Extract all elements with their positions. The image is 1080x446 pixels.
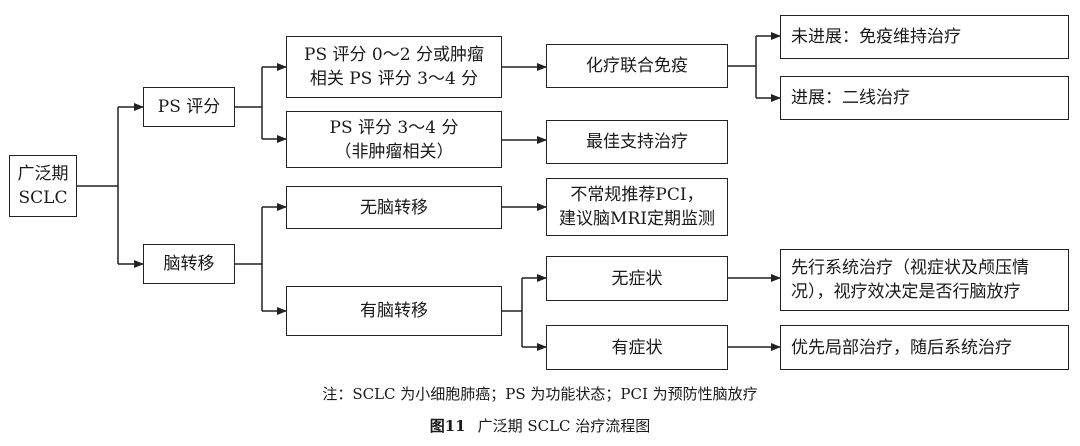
node-brain-metastasis-label: 脑转移 (163, 254, 215, 274)
node-brain-metastasis: 脑转移 (143, 244, 235, 284)
node-systemic-first: 先行系统治疗（视症状及颅压情 况），视疗效决定是否行脑放疗 (780, 249, 1069, 311)
node-ps-0-2-label: PS 评分 0～2 分或肿瘤 相关 PS 评分 3～4 分 (304, 45, 484, 89)
figure-caption: 图11 广泛期 SCLC 治疗流程图 (0, 415, 1080, 436)
node-no-progression-label: 未进展：免疫维持治疗 (791, 27, 961, 47)
node-extensive-sclc-label: 广泛期 SCLC (17, 164, 69, 208)
node-no-brain-metastasis-label: 无脑转移 (360, 197, 428, 218)
node-chemo-immuno-label: 化疗联合免疫 (586, 56, 688, 76)
node-extensive-sclc: 广泛期 SCLC (9, 155, 77, 217)
node-best-supportive-care-label: 最佳支持治疗 (586, 132, 688, 152)
node-best-supportive-care: 最佳支持治疗 (546, 120, 728, 164)
node-no-brain-metastasis: 无脑转移 (286, 186, 502, 229)
node-chemo-immuno: 化疗联合免疫 (546, 44, 728, 88)
node-asymptomatic: 无症状 (546, 256, 728, 301)
node-no-routine-pci: 不常规推荐PCI， 建议脑MRI定期监测 (546, 178, 728, 236)
node-with-brain-metastasis: 有脑转移 (286, 286, 502, 336)
node-no-routine-pci-label: 不常规推荐PCI， 建议脑MRI定期监测 (559, 185, 715, 229)
node-asymptomatic-label: 无症状 (611, 268, 663, 289)
node-symptomatic-label: 有症状 (611, 337, 663, 358)
node-local-first: 优先局部治疗，随后系统治疗 (780, 325, 1069, 370)
node-ps-3-4-nontumor-label: PS 评分 3～4 分 （非肿瘤相关） (329, 117, 459, 162)
node-with-brain-metastasis-label: 有脑转移 (360, 301, 428, 321)
node-progression: 进展：二线治疗 (780, 76, 1069, 120)
node-ps-score-label: PS 评分 (157, 97, 221, 117)
node-local-first-label: 优先局部治疗，随后系统治疗 (791, 337, 1012, 358)
node-no-progression: 未进展：免疫维持治疗 (780, 15, 1069, 59)
node-progression-label: 进展：二线治疗 (791, 88, 910, 108)
node-ps-0-2: PS 评分 0～2 分或肿瘤 相关 PS 评分 3～4 分 (286, 36, 502, 98)
node-symptomatic: 有症状 (546, 325, 728, 370)
node-ps-score: PS 评分 (143, 87, 235, 127)
figure-number: 图11 (429, 417, 466, 435)
node-systemic-first-label: 先行系统治疗（视症状及颅压情 况），视疗效决定是否行脑放疗 (791, 258, 1029, 302)
node-ps-3-4-nontumor: PS 评分 3～4 分 （非肿瘤相关） (286, 111, 502, 168)
footnote: 注：SCLC 为小细胞肺癌；PS 为功能状态；PCI 为预防性脑放疗 (322, 385, 758, 403)
figure-title: 广泛期 SCLC 治疗流程图 (477, 417, 651, 435)
